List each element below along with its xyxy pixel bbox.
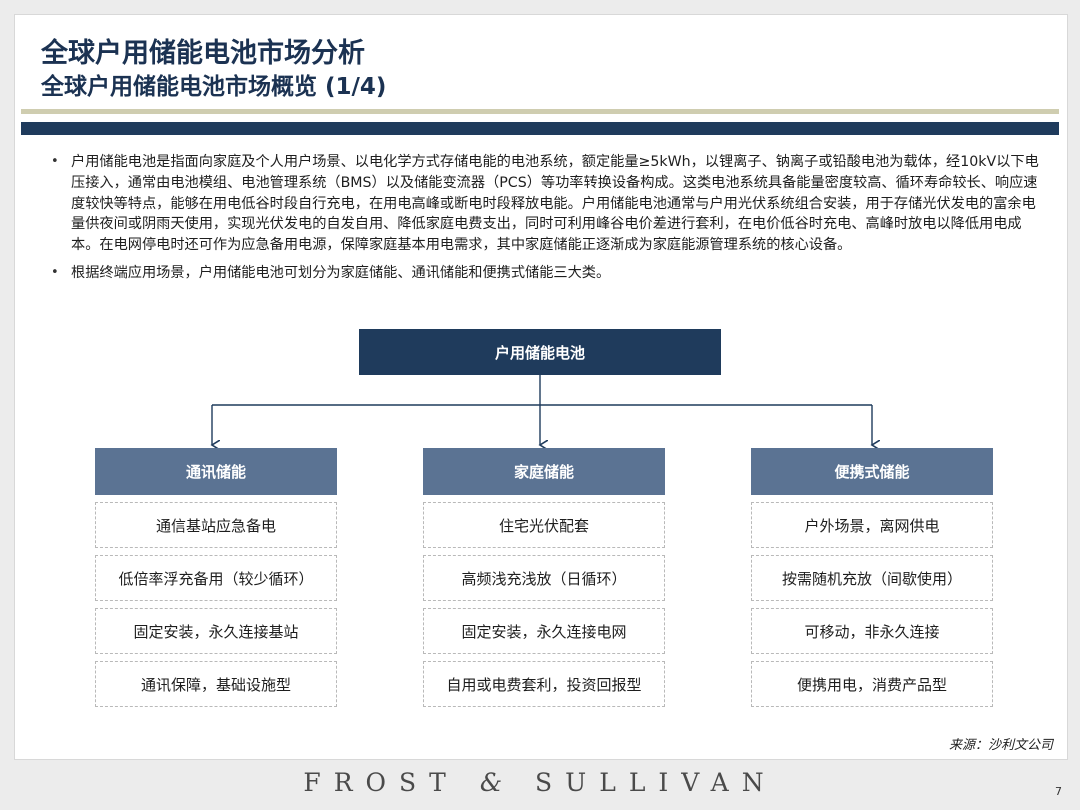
source-note: 来源：沙利文公司 <box>948 738 1053 753</box>
diagram-connectors <box>15 361 1067 759</box>
bullet-list: • 户用储能电池是指面向家庭及个人用户场景、以电化学方式存储电能的电池系统，额定… <box>51 152 1043 291</box>
logo-right-text: SULLIVAN <box>535 768 777 797</box>
column-header: 家庭储能 <box>423 448 665 495</box>
bullet-text: 户用储能电池是指面向家庭及个人用户场景、以电化学方式存储电能的电池系统，额定能量… <box>71 154 1039 254</box>
column-item: 住宅光伏配套 <box>423 502 665 548</box>
column-item: 户外场景，离网供电 <box>751 502 993 548</box>
diagram-root-box: 户用储能电池 <box>359 329 721 375</box>
column-item: 固定安装，永久连接电网 <box>423 608 665 654</box>
title-rule-dark <box>21 122 1059 135</box>
column-header: 便携式储能 <box>751 448 993 495</box>
page-number: 7 <box>1055 785 1062 798</box>
column-item: 便携用电，消费产品型 <box>751 661 993 707</box>
column-item: 按需随机充放（间歇使用） <box>751 555 993 601</box>
diagram-column-portable: 便携式储能 户外场景，离网供电 按需随机充放（间歇使用） 可移动，非永久连接 便… <box>751 448 993 707</box>
title-rule-light <box>21 109 1059 114</box>
slide: 全球户用储能电池市场分析 全球户用储能电池市场概览 (1/4) • 户用储能电池… <box>14 14 1068 760</box>
diagram-column-communication: 通讯储能 通信基站应急备电 低倍率浮充备用（较少循环） 固定安装，永久连接基站 … <box>95 448 337 707</box>
logo-left-text: FROST <box>303 768 459 797</box>
bullet-dot-icon: • <box>51 264 59 280</box>
frost-sullivan-logo: FROST & SULLIVAN <box>0 768 1080 797</box>
bullet-item: • 根据终端应用场景，户用储能电池可划分为家庭储能、通讯储能和便携式储能三大类。 <box>51 263 1043 284</box>
page-title: 全球户用储能电池市场分析 <box>41 38 365 69</box>
page-subtitle: 全球户用储能电池市场概览 (1/4) <box>41 74 387 100</box>
column-item: 固定安装，永久连接基站 <box>95 608 337 654</box>
column-item: 自用或电费套利，投资回报型 <box>423 661 665 707</box>
column-item: 高频浅充浅放（日循环） <box>423 555 665 601</box>
column-header: 通讯储能 <box>95 448 337 495</box>
bullet-text: 根据终端应用场景，户用储能电池可划分为家庭储能、通讯储能和便携式储能三大类。 <box>71 264 611 281</box>
column-item: 通信基站应急备电 <box>95 502 337 548</box>
bullet-item: • 户用储能电池是指面向家庭及个人用户场景、以电化学方式存储电能的电池系统，额定… <box>51 152 1043 256</box>
column-item: 可移动，非永久连接 <box>751 608 993 654</box>
logo-ampersand: & <box>479 768 503 797</box>
bullet-dot-icon: • <box>51 154 59 169</box>
column-item: 低倍率浮充备用（较少循环） <box>95 555 337 601</box>
column-item: 通讯保障，基础设施型 <box>95 661 337 707</box>
diagram-column-household: 家庭储能 住宅光伏配套 高频浅充浅放（日循环） 固定安装，永久连接电网 自用或电… <box>423 448 665 707</box>
